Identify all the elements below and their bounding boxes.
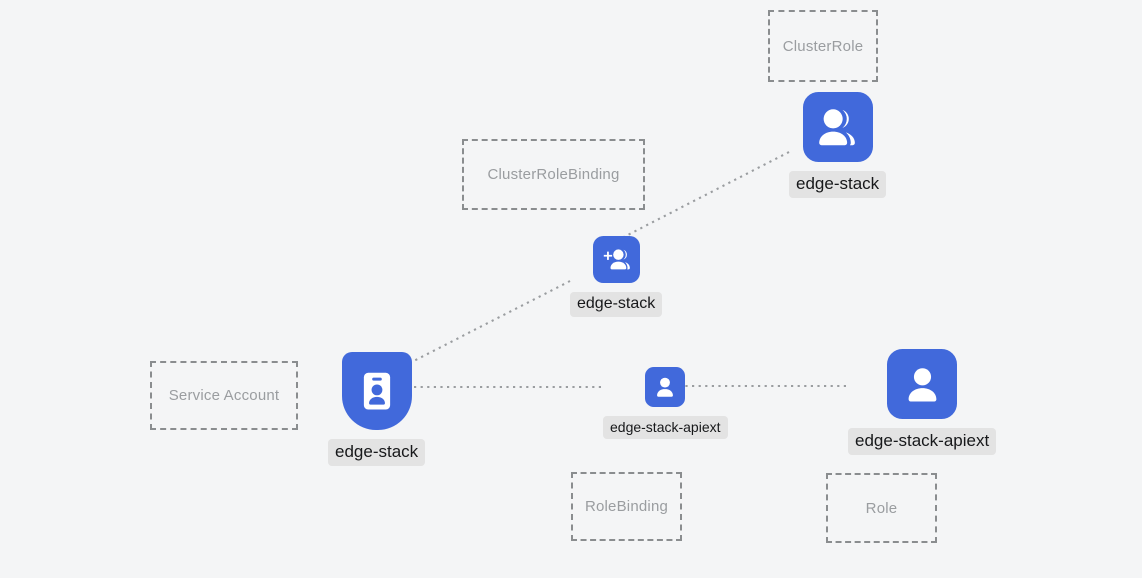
person-add-icon[interactable] [592,236,640,283]
person-icon[interactable] [645,367,686,407]
node-label: edge-stack [789,171,887,198]
group-box-clusterrole[interactable]: ClusterRole [768,10,878,82]
group-box-label: ClusterRoleBinding [487,166,620,183]
node-label: edge-stack [570,292,663,318]
group-box-serviceaccount[interactable]: Service Account [150,361,298,430]
person-icon[interactable] [887,349,958,419]
group-box-label: RoleBinding [584,498,669,515]
group-box-role[interactable]: Role [826,473,937,543]
group-box-rolebinding[interactable]: RoleBinding [571,472,682,541]
id-badge-icon[interactable] [341,352,412,430]
node-role-edge-stack-apiext[interactable]: edge-stack-apiext [848,349,997,455]
edge-clusterrolebinding-to-serviceaccount [399,280,571,369]
node-label: edge-stack [328,439,426,466]
group-box-label: Role [865,499,898,517]
node-serviceaccount-edge-stack[interactable]: edge-stack [328,352,426,466]
group-box-clusterrolebinding[interactable]: ClusterRoleBinding [462,139,645,210]
people-group-icon[interactable] [802,92,873,162]
group-box-label: ClusterRole [782,37,864,55]
node-clusterrole-edge-stack[interactable]: edge-stack [789,92,887,198]
node-clusterrolebinding-edge-stack[interactable]: edge-stack [570,236,663,318]
group-box-label: Service Account [168,387,280,404]
node-label: edge-stack-apiext [848,428,997,455]
node-rolebinding-edge-stack-apiext[interactable]: edge-stack-apiext [603,367,728,440]
node-label: edge-stack-apiext [603,416,728,440]
